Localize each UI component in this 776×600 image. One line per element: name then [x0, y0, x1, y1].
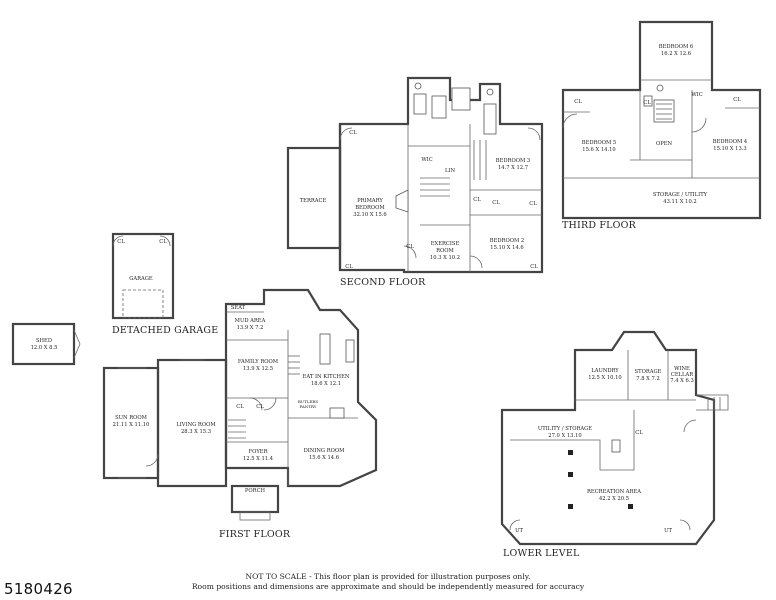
label-bed3: BEDROOM 3	[496, 158, 530, 164]
label-living: LIVING ROOM	[176, 422, 216, 428]
label-bed5-dim: 15.6 X 14.10	[582, 147, 615, 153]
label-butler-2: PANTRY	[300, 404, 317, 409]
label-sun: SUN ROOM	[115, 415, 148, 421]
label-wic3: WIC	[691, 92, 702, 98]
label-laundry: LAUNDRY	[591, 368, 619, 374]
label-lin: LIN	[445, 168, 455, 174]
first-floor	[102, 288, 378, 521]
label-cl-n: CL	[256, 404, 264, 410]
label-bed3-dim: 14.7 X 12.7	[498, 165, 528, 171]
label-family: FAMILY ROOM	[238, 359, 279, 365]
label-storage3: STORAGE / UTILITY	[653, 192, 708, 198]
label-storage-ll: STORAGE	[635, 369, 662, 375]
label-porch: PORCH	[245, 488, 266, 494]
label-cl-o: CL	[635, 430, 643, 436]
label-storage3-dim: 43.11 X 10.2	[663, 199, 696, 205]
label-cl-g: CL	[530, 264, 538, 270]
label-cl-b: CL	[473, 197, 481, 203]
label-kitchen: EAT IN KITCHEN	[303, 374, 350, 380]
label-cl-k: CL	[117, 239, 125, 245]
label-mud: MUD AREA	[235, 318, 266, 324]
listing-id: 5180426	[4, 580, 73, 598]
label-foyer-dim: 12.5 X 11.4	[243, 456, 274, 462]
label-bed6: BEDROOM 6	[659, 44, 693, 50]
label-open: OPEN	[656, 141, 673, 147]
label-foyer: FOYER	[249, 449, 269, 455]
label-family-dim: 13.9 X 12.5	[243, 366, 273, 372]
label-cl-i: CL	[733, 97, 741, 103]
room-labels: TERRACE PRIMARY BEDROOM 32.10 X 15.6 WIC…	[31, 44, 748, 534]
label-cl-l: CL	[159, 239, 167, 245]
label-butler: BUTLERS	[298, 399, 319, 404]
label-exercise-dim: 10.3 X 10.2	[430, 255, 460, 261]
title-detached-garage: DETACHED GARAGE	[112, 325, 218, 336]
label-bed4: BEDROOM 4	[713, 139, 748, 145]
third-floor	[561, 20, 762, 220]
label-bed4-dim: 15.10 X 13.3	[713, 146, 746, 152]
label-cl-m: CL	[236, 404, 244, 410]
label-rec: RECREATION AREA	[587, 489, 641, 495]
label-storage-ll-dim: 7.8 X 7.2	[636, 376, 660, 382]
label-primary-dim: 32.10 X 15.6	[353, 212, 386, 218]
label-mud-dim: 13.9 X 7.2	[237, 325, 264, 331]
label-cl-a: CL	[349, 130, 357, 136]
title-third-floor: THIRD FLOOR	[562, 220, 637, 231]
label-garage: GARAGE	[129, 276, 153, 282]
label-utility-dim: 27.0 X 13.10	[548, 433, 581, 439]
label-wine-dim: 7.4 X 6.3	[670, 378, 694, 384]
label-ut-b: UT	[664, 528, 672, 534]
label-sun-dim: 21.11 X 11.10	[113, 422, 150, 428]
label-exercise-2: ROOM	[436, 248, 454, 254]
label-wic: WIC	[421, 157, 432, 163]
label-wine-2: CELLAR	[671, 372, 694, 378]
label-cl-h: CL	[574, 99, 582, 105]
detached-garage	[111, 232, 175, 320]
label-primary-2: BEDROOM	[355, 205, 385, 211]
lower-level	[500, 330, 729, 546]
label-laundry-dim: 12.5 X 10.10	[588, 375, 621, 381]
label-cl-e: CL	[406, 244, 414, 250]
label-cl-c: CL	[492, 200, 500, 206]
label-bed6-dim: 16.2 X 12.6	[661, 51, 691, 57]
label-dining-dim: 15.6 X 14.6	[309, 455, 339, 461]
label-seat: SEAT	[231, 305, 246, 311]
floor-titles: SECOND FLOOR THIRD FLOOR DETACHED GARAGE…	[112, 220, 637, 559]
label-bed2-dim: 15.10 X 14.6	[490, 245, 523, 251]
label-primary: PRIMARY	[357, 198, 383, 204]
label-dining: DINING ROOM	[304, 448, 346, 454]
label-living-dim: 28.3 X 15.3	[181, 429, 211, 435]
shed	[11, 322, 81, 366]
label-cl-f: CL	[345, 264, 353, 270]
label-bed5: BEDROOM 5	[582, 140, 616, 146]
label-shed: SHED	[36, 338, 52, 344]
label-exercise: EXERCISE	[431, 241, 460, 247]
second-floor	[286, 76, 544, 274]
label-terrace: TERRACE	[300, 198, 327, 204]
footer-note-1: NOT TO SCALE - This floor plan is provid…	[245, 572, 531, 581]
label-wine: WINE	[674, 366, 690, 372]
label-ut-a: UT	[515, 528, 523, 534]
title-lower-level: LOWER LEVEL	[503, 548, 580, 559]
label-rec-dim: 42.2 X 20.5	[599, 496, 629, 502]
label-utility: UTILITY / STORAGE	[538, 426, 592, 432]
label-shed-dim: 12.0 X 8.5	[31, 345, 58, 351]
label-bed2: BEDROOM 2	[490, 238, 524, 244]
label-cl-j: CL	[643, 100, 651, 106]
title-first-floor: FIRST FLOOR	[219, 529, 291, 540]
label-cl-d: CL	[529, 201, 537, 207]
footer-note-2: Room positions and dimensions are approx…	[191, 582, 585, 591]
label-kitchen-dim: 18.6 X 12.1	[311, 381, 341, 387]
title-second-floor: SECOND FLOOR	[340, 277, 426, 288]
